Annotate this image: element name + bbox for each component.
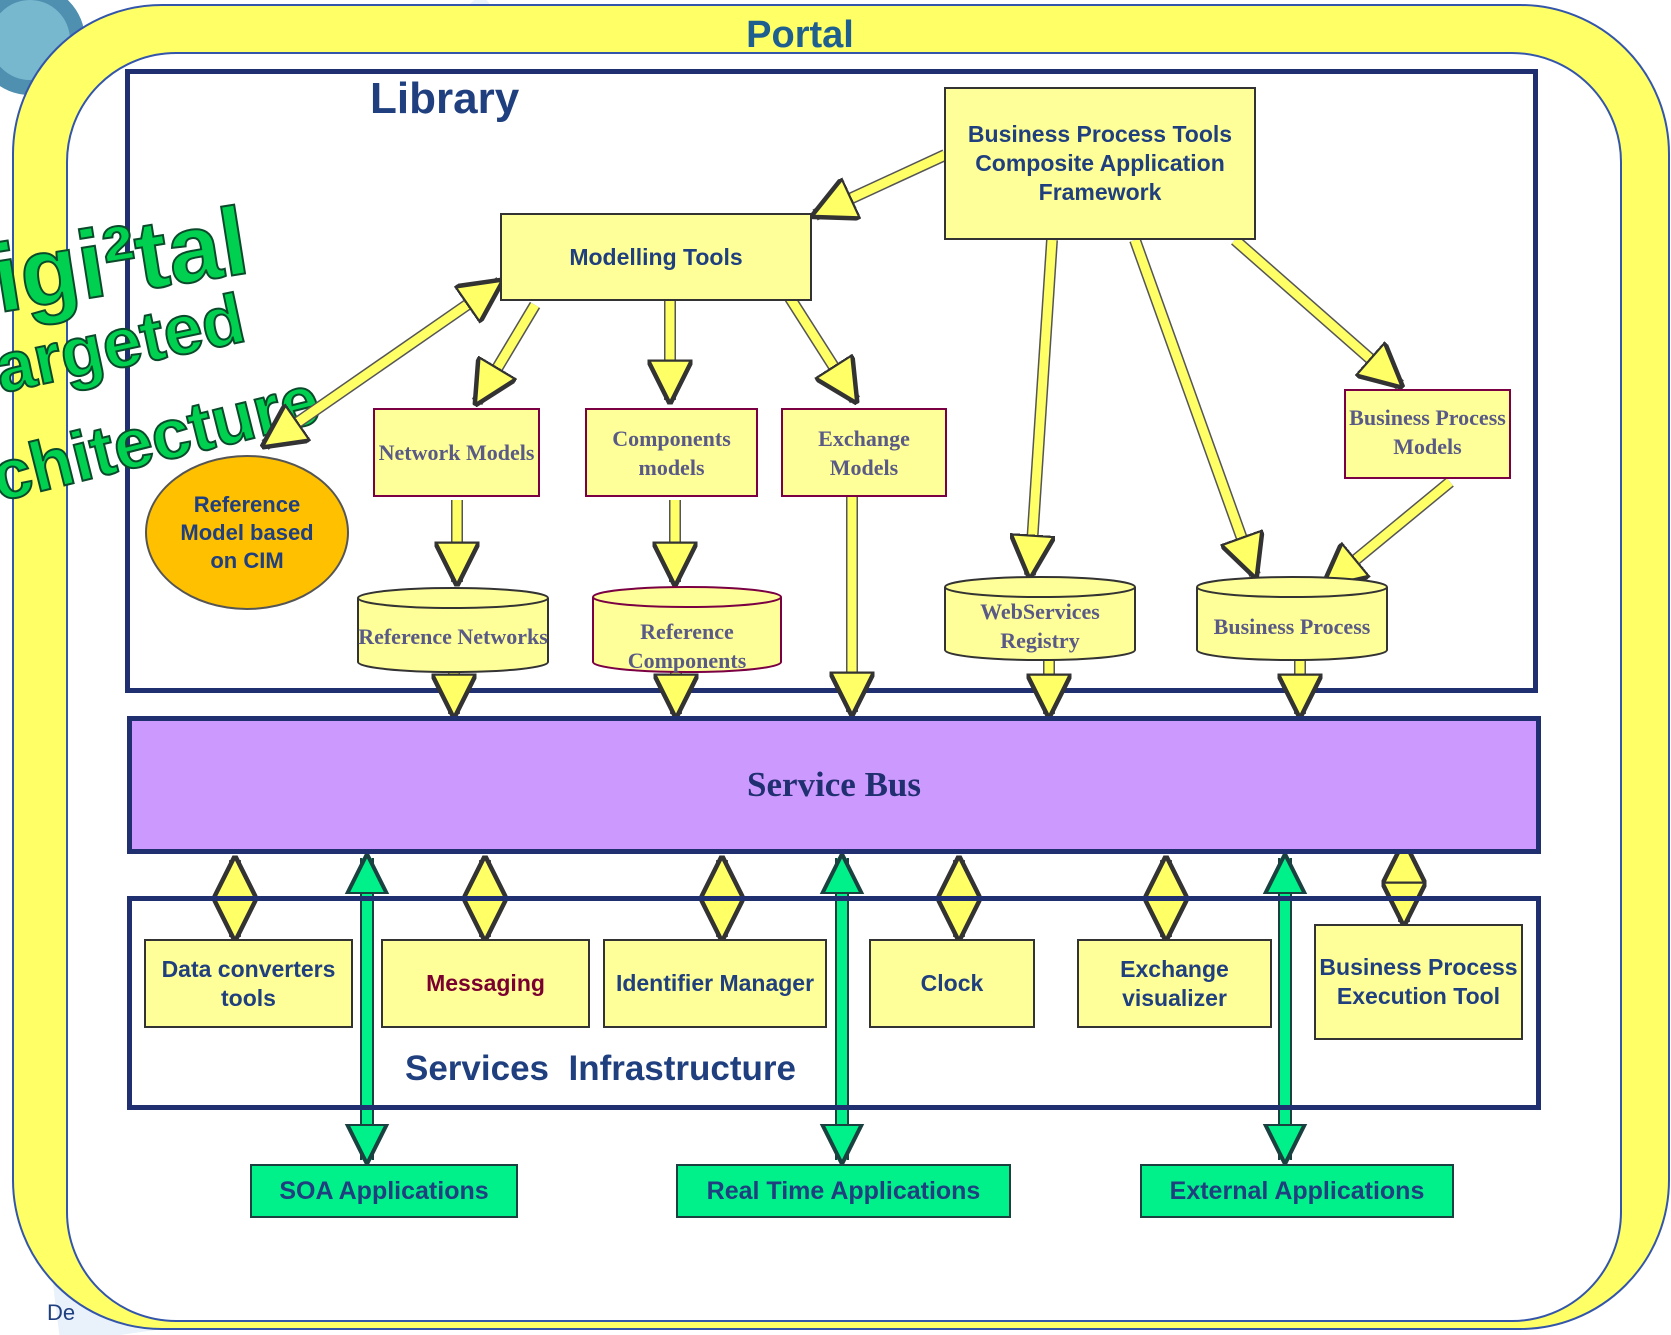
webservices-registry-cylinder bbox=[944, 587, 1136, 661]
exchange-visualizer-label: Exchange visualizer bbox=[1120, 955, 1229, 1011]
reference-networks-cylinder bbox=[357, 598, 549, 673]
components-models-label: Components models bbox=[612, 425, 731, 480]
exchange-models-box: Exchange Models bbox=[781, 408, 947, 497]
modelling-tools-box: Modelling Tools bbox=[500, 213, 812, 301]
network-models-box: Network Models bbox=[373, 408, 540, 497]
reference-networks-label: Reference Networks bbox=[358, 623, 548, 649]
identifier-manager-box: Identifier Manager bbox=[603, 939, 827, 1028]
identifier-manager-label: Identifier Manager bbox=[615, 970, 815, 996]
data-converters-label: Data converters tools bbox=[161, 955, 336, 1011]
exchange-visualizer-box: Exchange visualizer bbox=[1077, 939, 1272, 1028]
services-title: Services Infrastructure bbox=[405, 1049, 797, 1088]
bp-tools-box: Business Process Tools Composite Applica… bbox=[944, 87, 1256, 240]
messaging-label: Messaging bbox=[426, 970, 545, 996]
exchange-models-label: Exchange Models bbox=[818, 425, 910, 480]
data-converters-box: Data converters tools bbox=[144, 939, 353, 1028]
library-title: Library bbox=[370, 74, 520, 123]
modelling-tools-label: Modelling Tools bbox=[569, 243, 743, 270]
service-bus: Service Bus bbox=[127, 716, 1541, 854]
reference-components-label: Reference Components bbox=[627, 619, 747, 673]
network-models-label: Network Models bbox=[378, 440, 535, 465]
service-bus-label: Service Bus bbox=[746, 765, 921, 804]
bp-models-box: Business Process Models bbox=[1344, 389, 1511, 479]
footer-text: De bbox=[47, 1300, 76, 1325]
messaging-box: Messaging bbox=[381, 939, 590, 1028]
soa-applications-label: SOA Applications bbox=[279, 1176, 489, 1205]
real-time-applications-box: Real Time Applications bbox=[676, 1164, 1011, 1218]
bp-models-label: Business Process Models bbox=[1349, 405, 1506, 459]
services-frame bbox=[127, 896, 1541, 1110]
webservices-registry-label: WebServices Registry bbox=[980, 599, 1100, 653]
clock-label: Clock bbox=[920, 970, 984, 996]
bp-execution-box: Business Process Execution Tool bbox=[1314, 924, 1523, 1040]
clock-box: Clock bbox=[869, 939, 1035, 1028]
real-time-applications-label: Real Time Applications bbox=[706, 1176, 981, 1205]
soa-applications-box: SOA Applications bbox=[250, 1164, 518, 1218]
business-process-cylinder bbox=[1196, 587, 1388, 661]
business-process-label: Business Process bbox=[1213, 613, 1371, 639]
components-models-box: Components models bbox=[585, 408, 758, 497]
bp-tools-label: Business Process Tools Composite Applica… bbox=[967, 121, 1233, 205]
reference-components-cylinder bbox=[592, 597, 782, 673]
reference-model-ellipse: Reference Model based on CIM bbox=[145, 455, 349, 610]
external-applications-label: External Applications bbox=[1169, 1176, 1425, 1205]
portal-label: Portal bbox=[746, 14, 854, 56]
bp-execution-label: Business Process Execution Tool bbox=[1319, 954, 1518, 1009]
reference-model-label: Reference Model based on CIM bbox=[180, 491, 314, 573]
external-applications-box: External Applications bbox=[1140, 1164, 1454, 1218]
